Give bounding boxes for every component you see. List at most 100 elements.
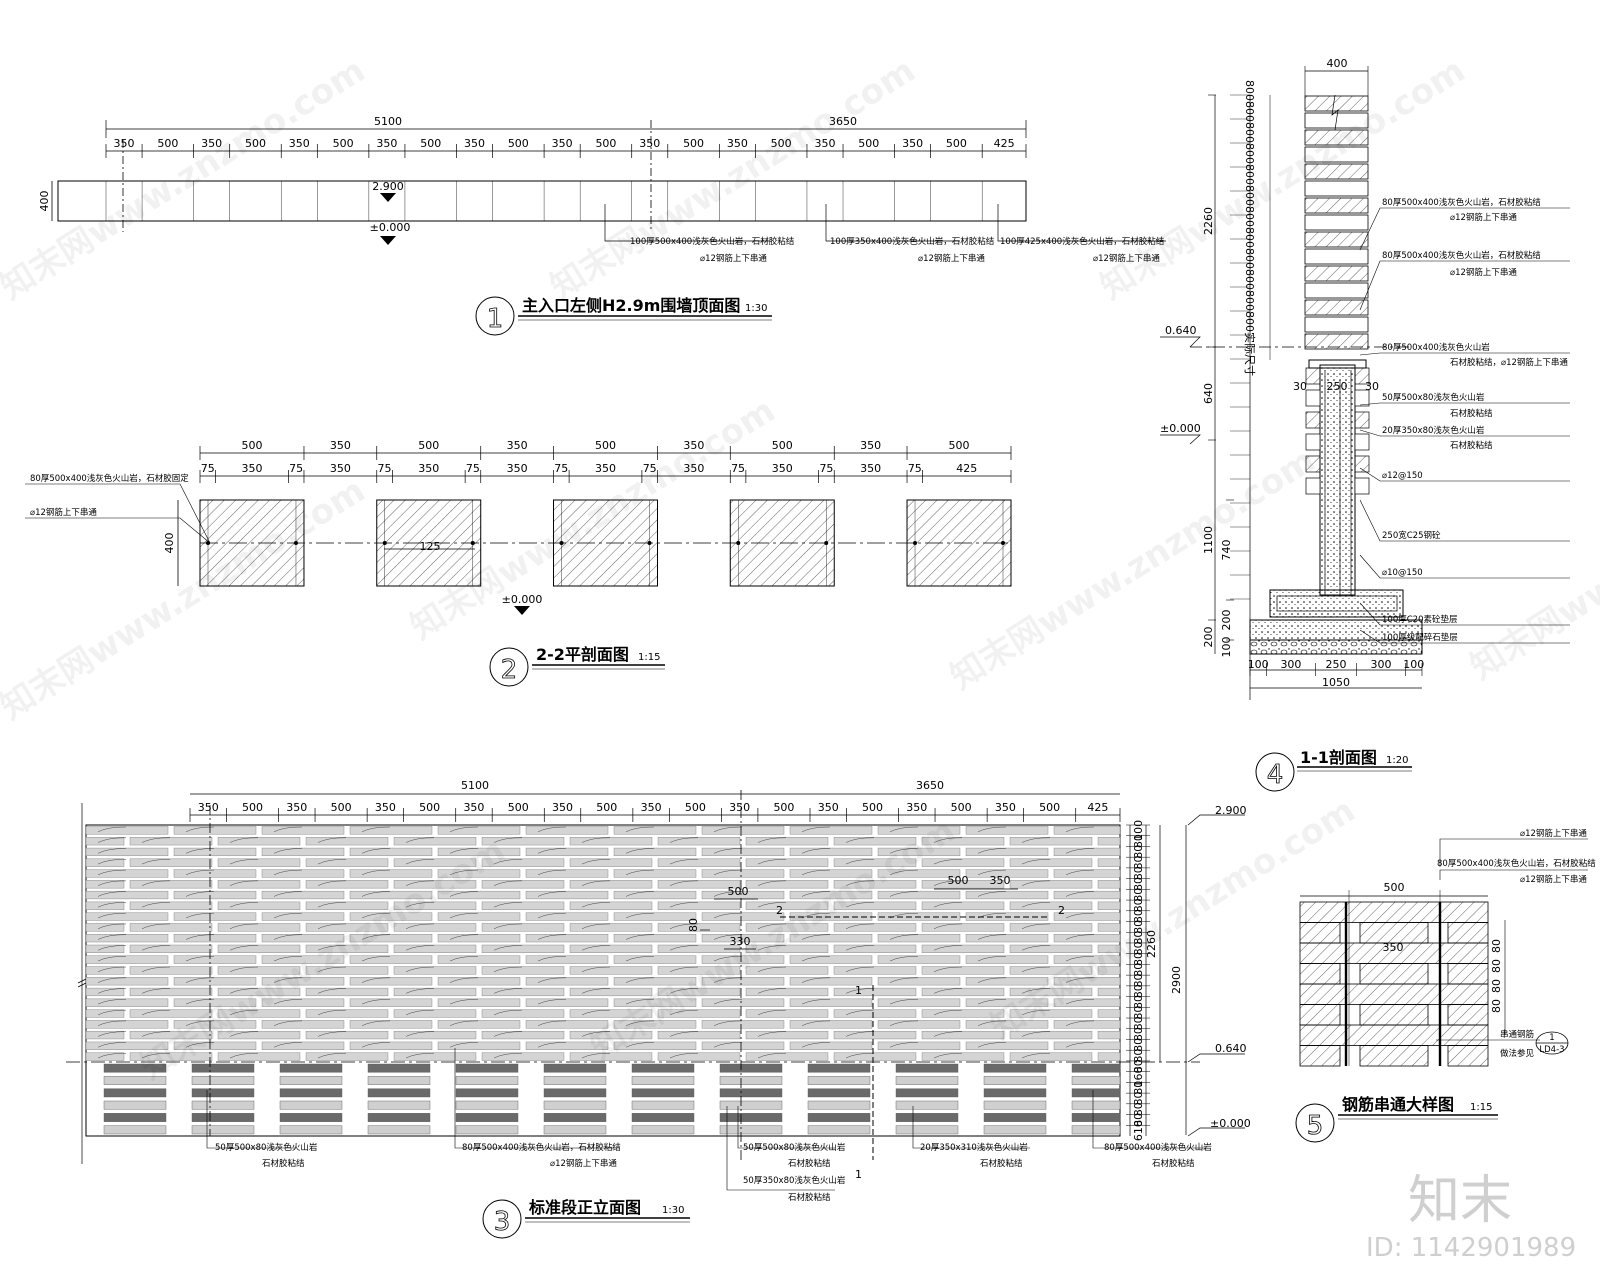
v4-inner-dim: 30 [1365, 380, 1379, 393]
v3-seg-dim: 350 [375, 801, 396, 814]
v3-right-dim: 80 [1132, 1038, 1145, 1052]
v1-note: 100厚425x400浅灰色火山岩，石材胶粘结 [1000, 236, 1164, 247]
v3-note: 80厚500x400浅灰色火山岩 [1104, 1142, 1212, 1153]
v1-seg-dim: 350 [902, 137, 923, 150]
v4-note: 石材胶粘结 [1450, 440, 1493, 451]
v4-note: 石材胶粘结，⌀12钢筋上下串通 [1450, 357, 1568, 368]
v5-note: 80厚500x400浅灰色火山岩，石材胶粘结 [1437, 858, 1596, 869]
view-title: 标准段正立面图 [528, 1198, 641, 1217]
v4-level: 0.640 [1165, 324, 1197, 337]
v2-sub-dim: 75 [731, 462, 745, 475]
view-number-circle [482, 1199, 522, 1239]
view-number-circle [1255, 752, 1295, 792]
v1-seg-dim: 350 [289, 137, 310, 150]
v4-left-dim: 100 [1220, 637, 1233, 658]
level-zero: ±0.000 [370, 221, 411, 234]
v3-right-dim: 80 [1132, 866, 1145, 880]
v1-seg-dim: 500 [420, 137, 441, 150]
v3-detail-dim: 350 [990, 874, 1011, 887]
v2-note: ⌀12钢筋上下串通 [30, 507, 97, 518]
section-mark: 2 [776, 904, 783, 917]
v3-note: 80厚500x400浅灰色火山岩，石材胶粘结 [462, 1142, 621, 1153]
id-label: ID: 1142901989 [1366, 1233, 1576, 1263]
v1-seg-dim: 500 [333, 137, 354, 150]
v3-note: 石材胶粘结 [980, 1158, 1023, 1169]
v4-left-dim: 2260 [1202, 207, 1215, 235]
v3-detail-dim: 80 [687, 918, 700, 932]
v2-sub-dim: 75 [201, 462, 215, 475]
v4-top-dim: 400 [1327, 57, 1348, 70]
v5-note: ⌀12钢筋上下串通 [1520, 874, 1587, 885]
v3-seg-dim: 350 [906, 801, 927, 814]
v3-seg-dim: 500 [773, 801, 794, 814]
v4-note: ⌀12钢筋上下串通 [1450, 212, 1517, 223]
v3-right-dim: 80 [1132, 845, 1145, 859]
v4-left-dim: 200 [1202, 627, 1215, 648]
v5-note: ⌀12钢筋上下串通 [1520, 828, 1587, 839]
v1-seg-dim: 425 [994, 137, 1015, 150]
v3-level: 2.900 [1215, 804, 1247, 817]
v3-seg-dim: 500 [331, 801, 352, 814]
v2-sub-dim: 350 [330, 462, 351, 475]
v2-sub-dim: 75 [289, 462, 303, 475]
v5-right-dim: 80 [1490, 959, 1503, 973]
v3-total-dim: 5100 [461, 779, 489, 792]
v3-seg-dim: 500 [1039, 801, 1060, 814]
v3-right-dim: 80 [1132, 1027, 1145, 1041]
v3-right-dim: 80 [1132, 920, 1145, 934]
v1-seg-dim: 350 [639, 137, 660, 150]
v1-seg-dim: 500 [245, 137, 266, 150]
v1-seg-dim: 500 [595, 137, 616, 150]
v3-note: 50厚500x80浅灰色火山岩 [743, 1142, 846, 1153]
v3-level: ±0.000 [1210, 1117, 1251, 1130]
v2-sub-dim: 75 [466, 462, 480, 475]
v4-note: 100厚级配碎石垫层 [1382, 632, 1458, 643]
v3-right-dim: 80 [1132, 1113, 1145, 1127]
v1-note: ⌀12钢筋上下串通 [918, 253, 985, 264]
view-number: 4 [1267, 760, 1284, 790]
v3-note: 石材胶粘结 [262, 1158, 305, 1169]
v3-seg-dim: 500 [951, 801, 972, 814]
v2-top-dim: 350 [330, 439, 351, 452]
v1-seg-dim: 500 [771, 137, 792, 150]
watermark-text: 知末网www.znzmo.com [1094, 50, 1473, 307]
v5-top-dim: 500 [1384, 881, 1405, 894]
v1-total-dim: 5100 [374, 115, 402, 128]
v3-total-dim: 3650 [916, 779, 944, 792]
v3-detail-dim: 500 [728, 885, 749, 898]
view-number: 1 [487, 304, 504, 334]
level-marker-icon [514, 606, 530, 615]
view-number: 2 [501, 655, 518, 685]
v1-note: ⌀12钢筋上下串通 [1093, 253, 1160, 264]
v3-right-dim: 80 [1132, 963, 1145, 977]
brand-logo: 知末 [1408, 1171, 1512, 1231]
v2-sub-dim: 350 [507, 462, 528, 475]
v2-top-dim: 500 [772, 439, 793, 452]
v3-seg-dim: 500 [685, 801, 706, 814]
v3-level: 0.640 [1215, 1042, 1247, 1055]
v3-note: 20厚350x310浅灰色火山岩 [920, 1142, 1028, 1153]
v2-height-dim: 400 [163, 533, 176, 554]
v4-note: 100厚C20素砼垫层 [1382, 614, 1457, 625]
v1-seg-dim: 500 [683, 137, 704, 150]
view-scale: 1:15 [1470, 1102, 1492, 1113]
v3-note: 石材胶粘结 [788, 1192, 831, 1203]
v2-sub-dim: 425 [956, 462, 977, 475]
v3-right-dim: 80 [1132, 898, 1145, 912]
level-marker-icon [380, 193, 396, 202]
v1-height-dim: 400 [38, 191, 51, 212]
view-number-circle [475, 296, 515, 336]
v3-right-dim: 80 [1132, 995, 1145, 1009]
v1-seg-dim: 500 [858, 137, 879, 150]
view-number-circle [489, 647, 529, 687]
v2-sub-dim: 350 [683, 462, 704, 475]
v4-left-dim: 640 [1202, 383, 1215, 404]
v4-left-dim: 740 [1220, 540, 1233, 561]
v2-sub-dim: 350 [595, 462, 616, 475]
v4-left-dim: 200 [1220, 610, 1233, 631]
v3-right-dim: 80 [1132, 1049, 1145, 1063]
v5-inner-dim: 350 [1383, 941, 1404, 954]
